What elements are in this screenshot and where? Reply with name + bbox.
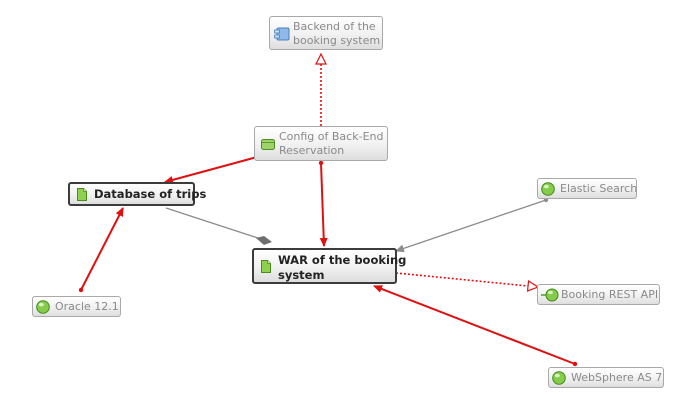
node-war[interactable]: WAR of the booking system: [252, 248, 406, 284]
node-backend-label-line2: booking system: [293, 34, 381, 47]
association-elastic-war[interactable]: [395, 197, 549, 253]
node-database[interactable]: Database of trips: [68, 182, 206, 206]
node-rest-label: Booking REST API: [561, 288, 659, 301]
realization-war-rest[interactable]: [395, 272, 538, 287]
node-war-label-line1: WAR of the booking: [278, 253, 407, 267]
document-icon: [77, 188, 87, 201]
sphere-icon: [36, 300, 50, 314]
interface-icon: [541, 288, 559, 302]
sphere-icon: [552, 371, 566, 385]
node-config[interactable]: Config of Back-End Reservation: [254, 126, 388, 161]
node-backend[interactable]: Backend of the booking system: [269, 16, 383, 50]
node-elastic[interactable]: Elastic Search: [537, 178, 637, 199]
node-elastic-label: Elastic Search: [560, 182, 638, 195]
node-websphere-label: WebSphere AS 7: [571, 371, 663, 384]
dependency-war-websphere[interactable]: [373, 285, 578, 367]
node-oracle[interactable]: Oracle 12.1: [32, 296, 121, 317]
node-oracle-label: Oracle 12.1: [55, 300, 119, 313]
document-icon: [261, 260, 271, 273]
association-database-war[interactable]: [165, 207, 265, 241]
node-war-label-line2: system: [278, 268, 325, 282]
sphere-icon: [541, 182, 555, 196]
association-diamond: [256, 236, 272, 245]
node-backend-label-line1: Backend of the: [293, 20, 376, 33]
node-config-label-line2: Reservation: [279, 144, 345, 157]
node-websphere[interactable]: WebSphere AS 7: [548, 367, 664, 388]
dependency-config-database[interactable]: [164, 154, 260, 184]
node-database-label: Database of trips: [94, 187, 207, 201]
dependency-config-war[interactable]: [318, 160, 328, 247]
dependency-database-oracle[interactable]: [78, 207, 124, 293]
node-config-label-line1: Config of Back-End: [279, 130, 384, 143]
component-icon: [274, 27, 290, 41]
cylinder-icon: [261, 139, 275, 150]
node-rest[interactable]: Booking REST API: [537, 284, 660, 305]
